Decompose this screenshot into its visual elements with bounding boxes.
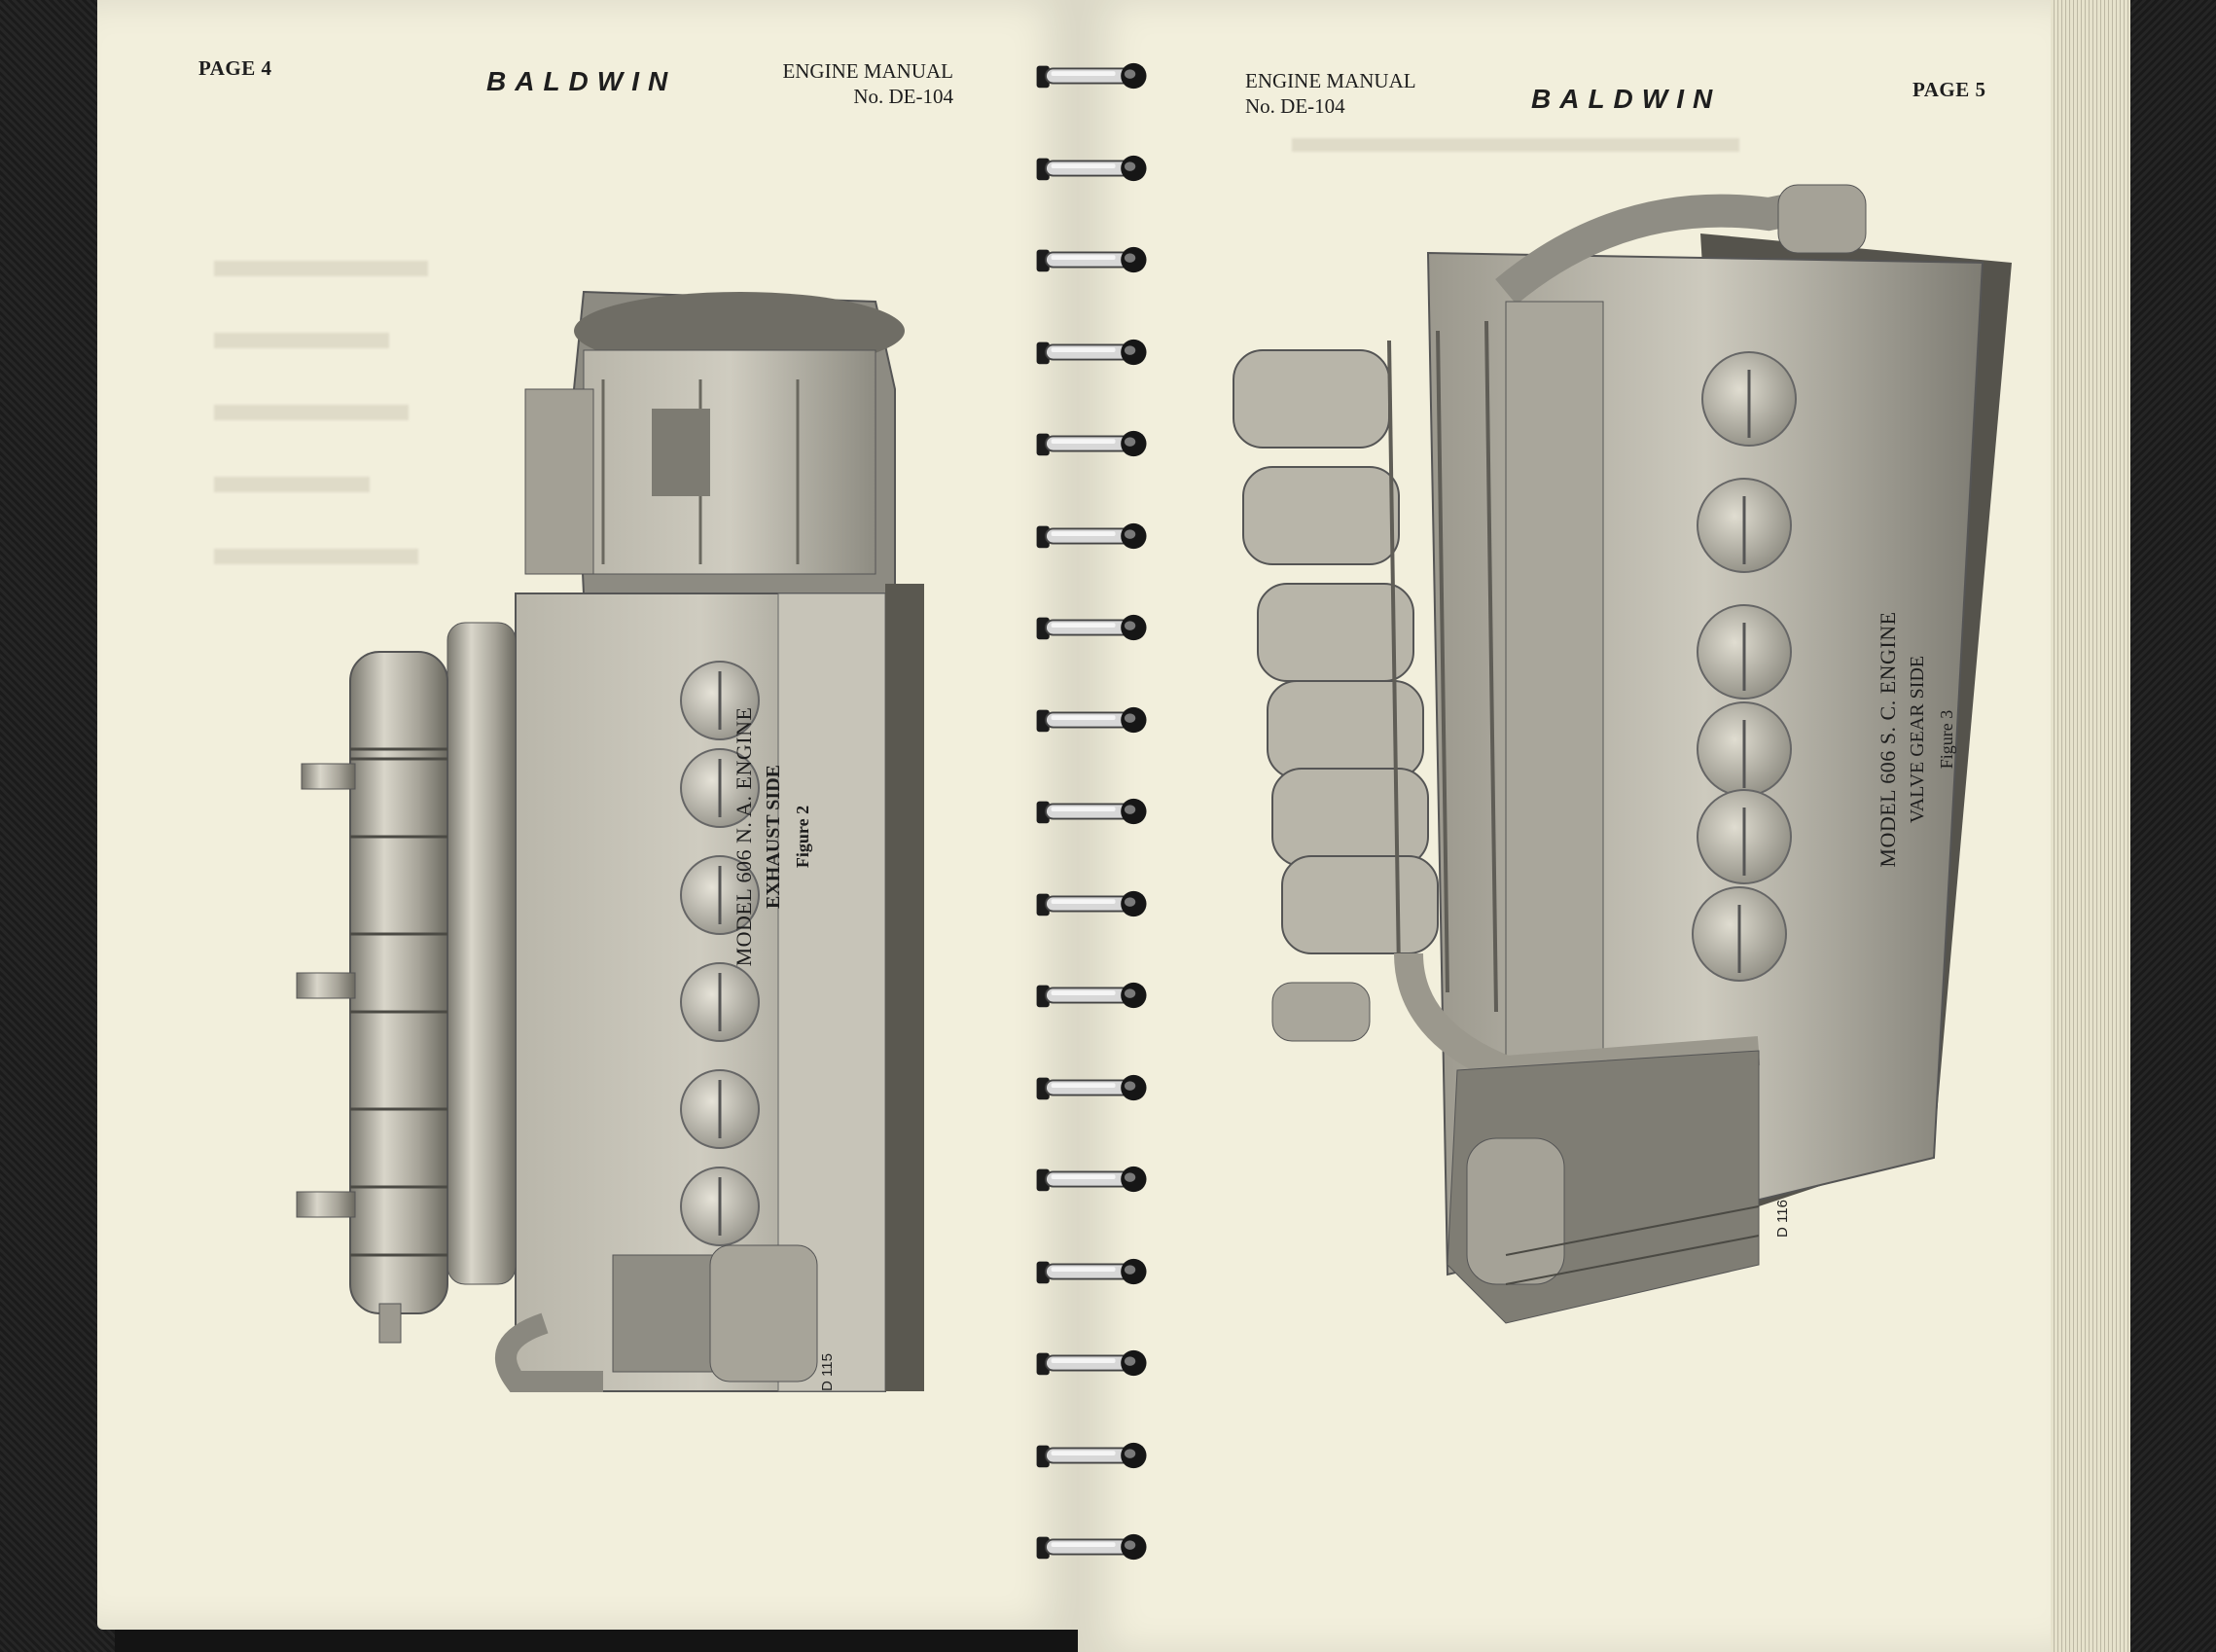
spiral-coil-icon bbox=[1036, 1258, 1147, 1284]
spiral-coil-icon bbox=[1036, 430, 1147, 457]
spiral-coil-icon bbox=[1036, 1349, 1147, 1377]
manual-number: ENGINE MANUAL No. DE-104 bbox=[739, 58, 953, 109]
spiral-coil-icon bbox=[1036, 1074, 1147, 1100]
right-page: ENGINE MANUAL No. DE-104 BALDWIN PAGE 5 bbox=[1078, 0, 2051, 1652]
spiral-coil-icon bbox=[1036, 522, 1147, 549]
caption-figure: Figure 2 bbox=[793, 805, 812, 869]
figure-caption-2: MODEL 606 N. A. ENGINE EXHAUST SIDE Figu… bbox=[730, 691, 817, 983]
page-number: PAGE 4 bbox=[198, 56, 272, 80]
bleed-through-text bbox=[1233, 126, 1895, 165]
left-page: PAGE 4 BALDWIN ENGINE MANUAL No. DE-104 bbox=[97, 0, 1078, 1630]
brand-title: BALDWIN bbox=[486, 66, 677, 96]
manual-id: No. DE-104 bbox=[853, 85, 953, 108]
spiral-coil-icon bbox=[1036, 614, 1147, 641]
caption-model: MODEL 606 N. A. ENGINE bbox=[732, 706, 756, 967]
binder-cover-left bbox=[0, 0, 115, 1652]
manual-title: ENGINE MANUAL bbox=[1245, 69, 1416, 92]
figure-caption-3: MODEL 606 S. C. ENGINE VALVE GEAR SIDE F… bbox=[1874, 593, 1961, 885]
caption-figure: Figure 3 bbox=[1937, 709, 1956, 770]
spiral-coil-icon bbox=[1036, 1442, 1147, 1468]
spiral-coil-icon bbox=[1036, 1533, 1147, 1561]
brand-title: BALDWIN bbox=[1531, 84, 1722, 114]
caption-model: MODEL 606 S. C. ENGINE bbox=[1876, 611, 1900, 868]
spiral-coil-icon bbox=[1036, 246, 1147, 273]
spiral-coil-icon bbox=[1036, 798, 1147, 825]
bleed-through-text bbox=[214, 233, 506, 817]
caption-side: EXHAUST SIDE bbox=[763, 764, 784, 910]
photo-code: D 115 bbox=[819, 1353, 836, 1391]
page-number: PAGE 5 bbox=[1912, 78, 1986, 101]
spiral-coil-icon bbox=[1036, 339, 1147, 365]
spiral-coil-icon bbox=[1036, 62, 1147, 90]
engine-photo-exhaust-side bbox=[296, 290, 924, 1392]
engine-photo-valve-gear-side bbox=[1233, 184, 2012, 1324]
manual-id: No. DE-104 bbox=[1245, 94, 1345, 118]
manual-title: ENGINE MANUAL bbox=[782, 59, 953, 83]
manual-number: ENGINE MANUAL No. DE-104 bbox=[1245, 68, 1459, 119]
spiral-coil-icon bbox=[1036, 1166, 1147, 1193]
spiral-coil-icon bbox=[1036, 155, 1147, 181]
caption-side: VALVE GEAR SIDE bbox=[1907, 655, 1928, 824]
binder-cover-right bbox=[2130, 0, 2216, 1652]
photo-code: D 116 bbox=[1774, 1200, 1791, 1238]
spiral-coil-icon bbox=[1036, 890, 1147, 916]
page-stack-edges bbox=[2051, 0, 2130, 1652]
spiral-coil-icon bbox=[1036, 982, 1147, 1009]
spiral-coil-icon bbox=[1036, 706, 1147, 733]
